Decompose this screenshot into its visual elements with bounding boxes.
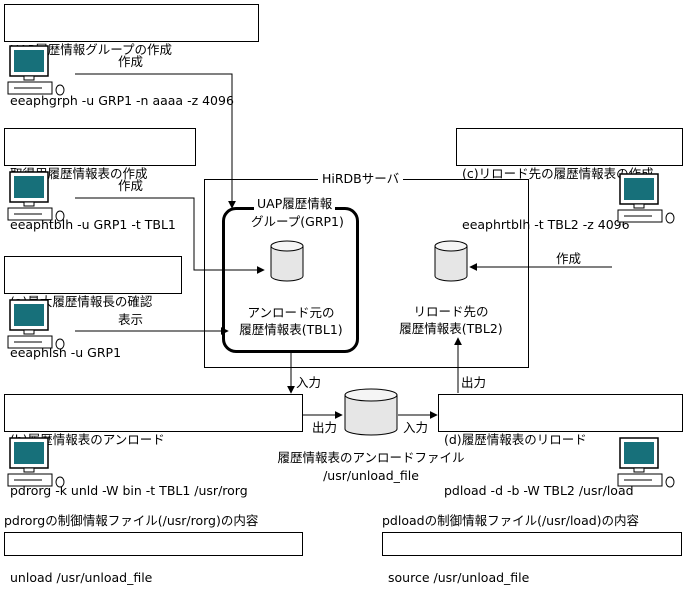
pdrorg-control-content: unload /usr/unload_file <box>4 532 303 585</box>
target-table-line2: 履歴情報表(TBL2) <box>399 321 503 336</box>
computer-icon <box>7 171 65 222</box>
computer-icon <box>7 45 65 96</box>
computer-icon <box>7 437 65 488</box>
unload-file-label-line2: /usr/unload_file <box>323 468 419 483</box>
unload-command: pdrorg -k unld -W bin -t TBL1 /usr/rorg <box>10 483 248 498</box>
database-cylinder-icon <box>270 240 304 282</box>
reload-box: (d)履歴情報表のリロード pdload -d -b -W TBL2 /usr/… <box>438 394 683 498</box>
table-create-command: eeaphtblh -u GRP1 -t TBL1 <box>10 217 176 232</box>
computer-icon <box>7 299 65 350</box>
pdrorg-control-text: unload /usr/unload_file <box>10 570 153 585</box>
uap-group-create-command: eeaphgrph -u GRP1 -n aaaa -z 4096 <box>10 93 234 108</box>
pdload-control-content: source /usr/unload_file <box>382 532 682 585</box>
label-create-1: 作成 <box>118 54 144 69</box>
pdrorg-control-caption: pdrorgの制御情報ファイル(/usr/rorg)の内容 <box>4 513 259 528</box>
source-table-line2: 履歴情報表(TBL1) <box>239 322 343 337</box>
label-input-2: 入力 <box>403 420 429 435</box>
table-create-box: 取得用履歴情報表の作成 eeaphtblh -u GRP1 -t TBL1 <box>4 128 196 232</box>
uap-group-create-box: UAP履歴情報グループの作成 eeaphgrph -u GRP1 -n aaaa… <box>4 4 259 108</box>
arrow-create-tbl1 <box>75 197 265 274</box>
group-label-line2: グループ(GRP1) <box>248 214 347 230</box>
reload-table-create-box: (c)リロード先の履歴情報表の作成 eeaphrtblh -t TBL2 -z … <box>456 128 683 232</box>
connector-lines <box>75 73 612 419</box>
label-create-2: 作成 <box>118 178 144 193</box>
hirdb-server-label: HiRDBサーバ <box>318 171 404 187</box>
arrow-create-group <box>75 73 236 209</box>
max-length-command: eeaphlsh -u GRP1 <box>10 345 122 360</box>
reload-command: pdload -d -b -W TBL2 /usr/load <box>444 483 634 498</box>
label-display: 表示 <box>118 312 144 327</box>
database-cylinder-icon <box>344 388 398 436</box>
pdload-control-caption: pdloadの制御情報ファイル(/usr/load)の内容 <box>382 513 640 528</box>
label-output-1: 出力 <box>312 420 338 435</box>
unload-box: (b)履歴情報表のアンロード pdrorg -k unld -W bin -t … <box>4 394 303 498</box>
source-table-line1: アンロード元の <box>247 305 335 320</box>
pdload-control-text: source /usr/unload_file <box>388 570 530 585</box>
label-output-2: 出力 <box>461 375 487 390</box>
max-length-box: (a)最大履歴情報長の確認 eeaphlsh -u GRP1 <box>4 256 182 360</box>
target-table-line1: リロード先の <box>413 304 489 319</box>
uap-group-create-title: UAP履歴情報グループの作成 <box>10 42 172 57</box>
reload-title: (d)履歴情報表のリロード <box>444 432 587 447</box>
reload-table-create-title: (c)リロード先の履歴情報表の作成 <box>462 166 654 181</box>
computer-icon <box>617 437 675 488</box>
label-create-3: 作成 <box>556 251 582 266</box>
database-cylinder-icon <box>434 240 468 282</box>
label-input-1: 入力 <box>296 375 322 390</box>
group-label-line1: UAP履歴情報 <box>254 196 336 212</box>
computer-icon <box>617 173 675 224</box>
unload-file-label-line1: 履歴情報表のアンロードファイル <box>277 450 465 465</box>
